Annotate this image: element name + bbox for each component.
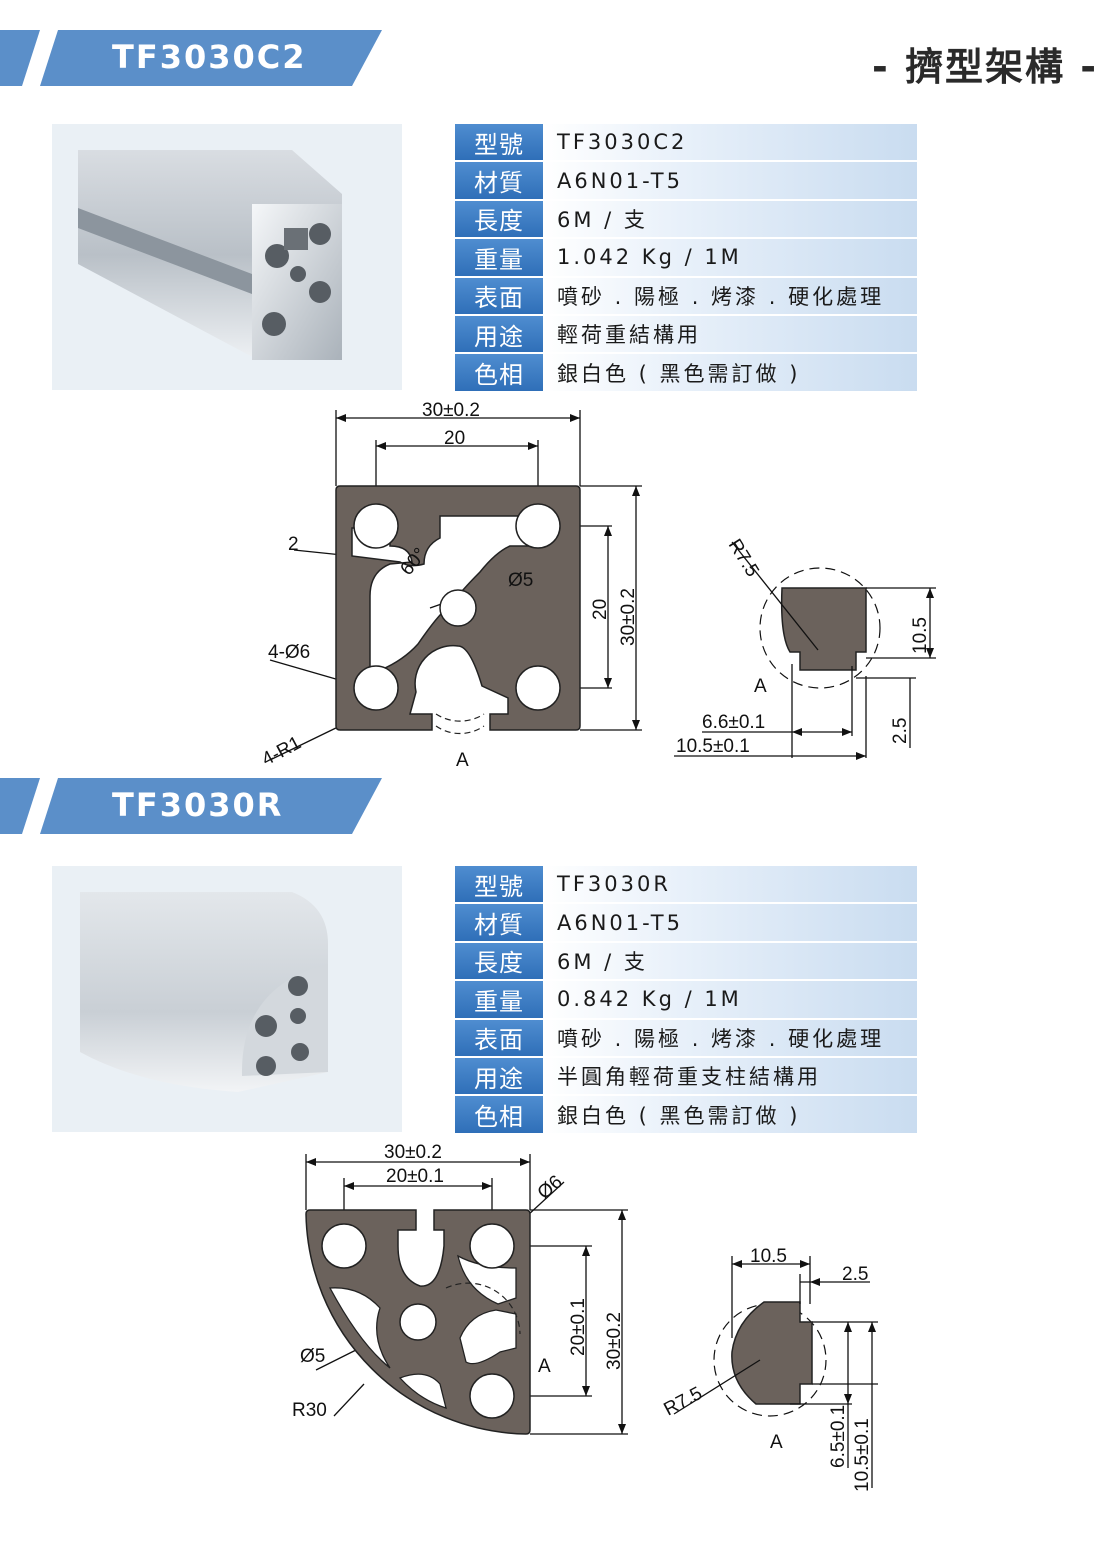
- spec-value: 銀白色 ( 黑色需訂做 ): [543, 1096, 917, 1135]
- spec-row: 表面噴砂 . 陽極 . 烤漆 . 硬化處理: [455, 1019, 917, 1058]
- spec-key: 重量: [455, 981, 543, 1020]
- dim-slot: 2: [288, 534, 299, 555]
- detail-lip: 2.5: [890, 718, 911, 744]
- spec-key: 型號: [455, 866, 543, 905]
- dim-hole-center: Ø5: [508, 570, 533, 591]
- detail-width: 10.5: [750, 1246, 787, 1267]
- spec-row: 色相銀白色 ( 黑色需訂做 ): [455, 354, 917, 393]
- dim-height-inner: 20±0.1: [568, 1298, 589, 1356]
- spec-row: 用途半圓角輕荷重支柱結構用: [455, 1057, 917, 1097]
- dim-height-total: 30±0.2: [618, 588, 639, 646]
- detail-height: 10.5: [910, 617, 931, 654]
- spec-value: TF3030R: [543, 866, 917, 905]
- profile-section: [335, 485, 581, 735]
- spec-value: 銀白色 ( 黑色需訂做 ): [543, 354, 917, 393]
- spec-value: 6M / 支: [543, 200, 917, 240]
- dim-width-inner: 20±0.1: [386, 1166, 444, 1187]
- spec-row: 表面噴砂 . 陽極 . 烤漆 . 硬化處理: [455, 277, 917, 316]
- section-banner-tf3030r: TF3030R: [0, 778, 390, 834]
- dim-width-total: 30±0.2: [422, 400, 480, 421]
- dim-height-total: 30±0.2: [604, 1312, 625, 1370]
- dim-width-inner: 20: [444, 428, 465, 449]
- page-title: - 擠型架構 -: [871, 45, 1098, 89]
- detail-height-inner: 6.5±0.1: [828, 1405, 849, 1468]
- dim-radius: R30: [292, 1400, 327, 1421]
- banner-shape: [0, 778, 382, 834]
- spec-key: 材質: [455, 904, 543, 943]
- section-label: A: [456, 750, 469, 771]
- detail-width-total: 10.5±0.1: [676, 736, 750, 757]
- profile-section: [305, 1209, 531, 1435]
- section-banner-tf3030c2: TF3030C2: [0, 30, 390, 86]
- spec-key: 長度: [455, 942, 543, 982]
- spec-key: 表面: [455, 277, 543, 316]
- dim-height-inner: 20: [590, 599, 611, 620]
- spec-key: 材質: [455, 162, 543, 201]
- detail-label: A: [770, 1432, 783, 1453]
- spec-key: 重量: [455, 239, 543, 278]
- product-photo: [52, 866, 402, 1132]
- spec-row: 色相銀白色 ( 黑色需訂做 ): [455, 1096, 917, 1135]
- spec-key: 用途: [455, 315, 543, 355]
- model-title: TF3030R: [112, 786, 284, 824]
- profile-drawing: 30±0.2 20±0.1 Ø6 Ø5 R30 A 20±0.1 30±0.2 …: [292, 1142, 878, 1492]
- spec-key: 表面: [455, 1019, 543, 1058]
- detail-view: 10.5 2.5 R7.5 A 6.5±0.1 10.5±0.1: [660, 1246, 878, 1492]
- dim-hole: Ø6: [534, 1171, 567, 1203]
- spec-value: A6N01-T5: [543, 162, 917, 201]
- spec-value: 6M / 支: [543, 942, 917, 982]
- dim-holes: 4-Ø6: [268, 642, 310, 663]
- spec-value: 輕荷重結構用: [543, 315, 917, 355]
- detail-height-total: 10.5±0.1: [852, 1418, 873, 1492]
- product-photo: [52, 124, 402, 390]
- spec-row: 用途輕荷重結構用: [455, 315, 917, 355]
- detail-width-inner: 6.6±0.1: [702, 712, 765, 733]
- detail-label: A: [754, 676, 767, 697]
- detail-view: R7.5 A 10.5 6.6±0.1 10.5±0.1 2.5: [674, 536, 936, 760]
- section-label: A: [538, 1356, 551, 1377]
- detail-radius: R7.5: [660, 1383, 705, 1420]
- spec-key: 色相: [455, 354, 543, 393]
- spec-value: TF3030C2: [543, 124, 917, 163]
- dim-width-total: 30±0.2: [384, 1142, 442, 1163]
- spec-key: 型號: [455, 124, 543, 163]
- spec-value: A6N01-T5: [543, 904, 917, 943]
- spec-key: 長度: [455, 200, 543, 240]
- spec-key: 色相: [455, 1096, 543, 1135]
- model-title: TF3030C2: [112, 38, 307, 76]
- spec-value: 噴砂 . 陽極 . 烤漆 . 硬化處理: [543, 277, 917, 316]
- spec-value: 噴砂 . 陽極 . 烤漆 . 硬化處理: [543, 1019, 917, 1058]
- profile-drawing: 30±0.2 20 2 60° Ø5 4-Ø6 4-R1 A 20 30±0.2…: [258, 400, 936, 771]
- spec-key: 用途: [455, 1057, 543, 1097]
- spec-value: 0.842 Kg / 1M: [543, 981, 917, 1020]
- dim-radius: 4-R1: [258, 733, 304, 771]
- spec-value: 1.042 Kg / 1M: [543, 239, 917, 278]
- banner-shape: [0, 30, 382, 86]
- dim-hole-center: Ø5: [300, 1346, 325, 1367]
- detail-lip: 2.5: [842, 1264, 868, 1285]
- spec-value: 半圓角輕荷重支柱結構用: [543, 1057, 917, 1097]
